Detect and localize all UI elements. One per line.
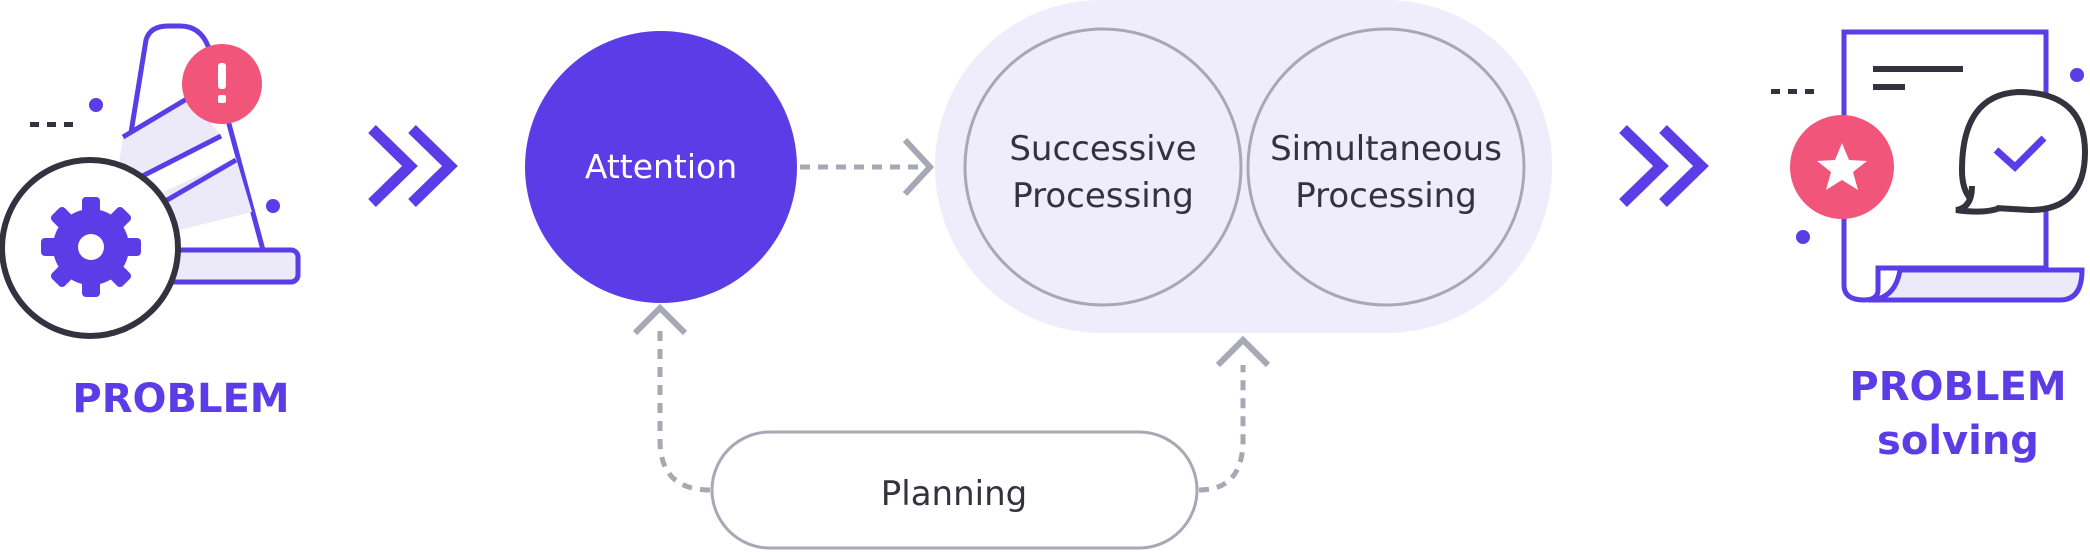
document-curl — [1867, 267, 2085, 303]
exclamation-mark-icon — [182, 44, 262, 124]
decoration-dashes-right — [1771, 89, 1814, 94]
successive-processing-label-line2: Processing — [1012, 176, 1194, 216]
dotted-arrow-planning-to-processing — [1198, 335, 1271, 493]
simultaneous-processing-label-line1: Simultaneous — [1270, 129, 1502, 169]
attention-node: Attention — [525, 31, 797, 303]
planning-label: Planning — [881, 474, 1027, 514]
check-speech-bubble-icon — [1955, 88, 2089, 215]
problem-solving-label-line1: PROBLEM — [1849, 364, 2066, 410]
decoration-dot — [2070, 68, 2084, 82]
double-chevron-right-icon — [1619, 125, 1709, 207]
gear-icon — [0, 157, 181, 339]
solution-icon — [1771, 29, 2089, 303]
simultaneous-processing-label-line2: Processing — [1295, 176, 1477, 216]
planning-node: Planning — [710, 430, 1199, 550]
decoration-dot — [1796, 230, 1810, 244]
attention-label: Attention — [585, 147, 737, 186]
dotted-arrow-attention-to-processing — [800, 137, 935, 197]
problem-label: PROBLEM — [72, 376, 289, 422]
decoration-dot — [89, 98, 103, 112]
problem-icon — [0, 23, 301, 339]
double-chevron-right-icon — [368, 125, 458, 207]
document-text-line — [1873, 84, 1905, 90]
successive-processing-node: Successive Processing — [963, 27, 1243, 307]
problem-solving-label-line2: solving — [1877, 418, 2039, 464]
document-text-line — [1873, 66, 1963, 72]
processing-group: Successive Processing Simultaneous Proce… — [935, 0, 1552, 333]
star-icon — [1790, 115, 1894, 219]
successive-processing-label-line1: Successive — [1009, 129, 1196, 169]
cone-stripe — [115, 97, 221, 190]
simultaneous-processing-node: Simultaneous Processing — [1246, 27, 1526, 307]
dotted-arrow-planning-to-attention — [632, 303, 711, 493]
decoration-dot — [266, 199, 280, 213]
decoration-dashes-left — [30, 122, 73, 127]
